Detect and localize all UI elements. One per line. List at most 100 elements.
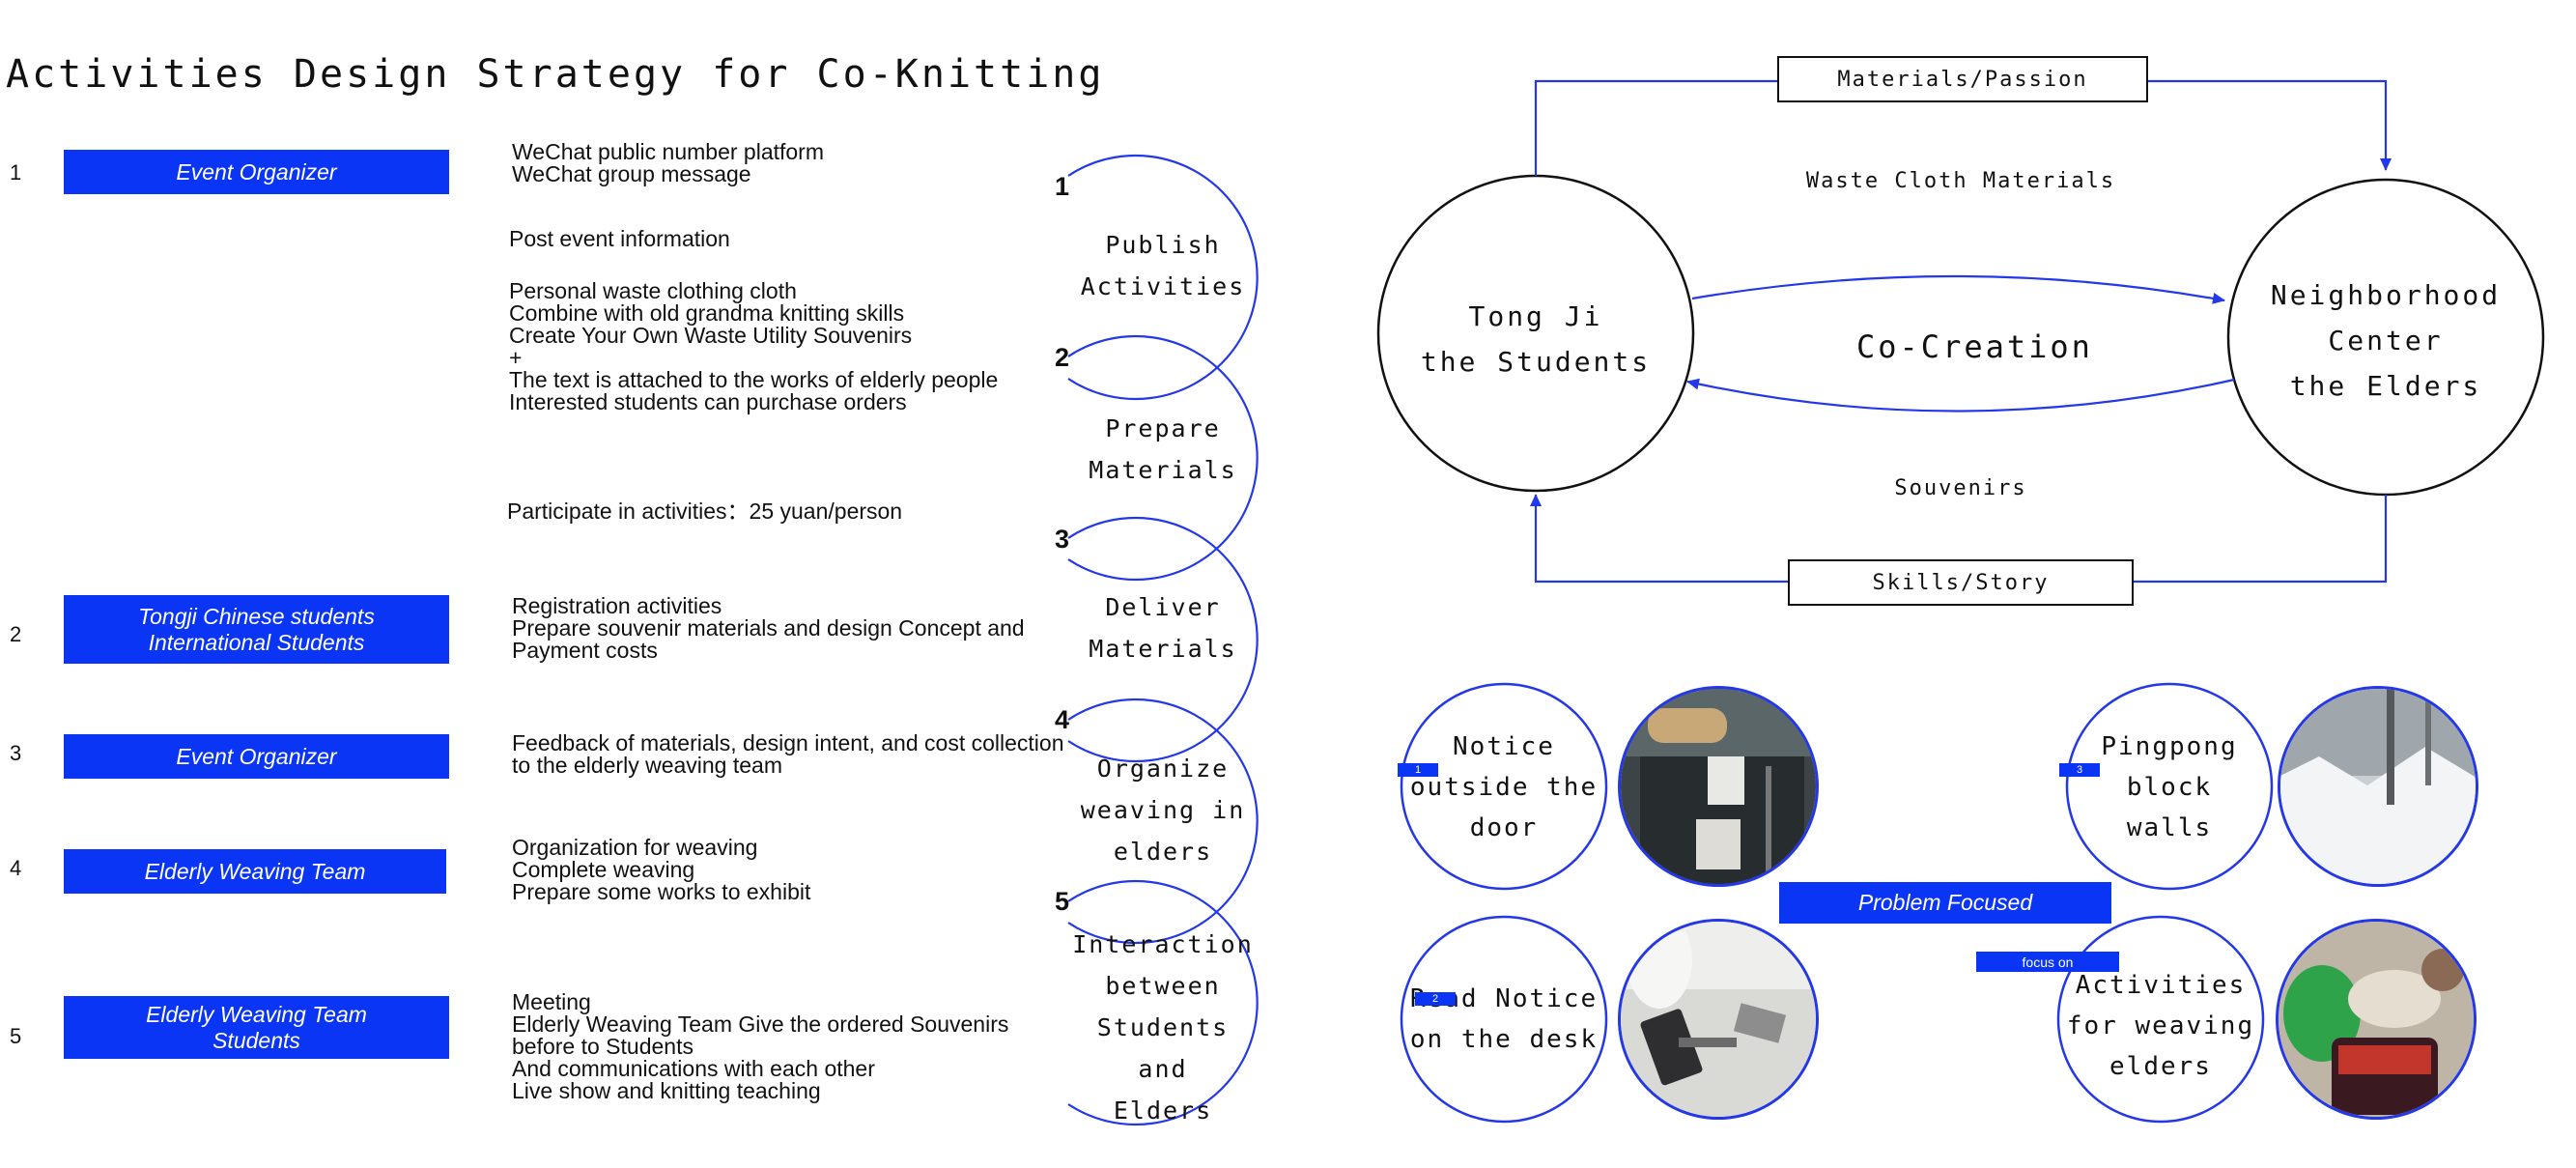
text-line: WeChat public number platform <box>512 139 824 164</box>
text-line: The text is attached to the works of eld… <box>509 367 999 392</box>
step-arcs <box>1067 154 1259 1126</box>
step-label-line: Publish <box>1105 231 1221 259</box>
problem-label-line: elders <box>2109 1052 2212 1081</box>
co-creation-label: Co-Creation <box>1856 328 2093 365</box>
text-line: Payment costs <box>512 638 658 663</box>
role-box-3: Event Organizer <box>64 734 449 779</box>
step-label-line: Deliver <box>1105 593 1221 621</box>
circle-label-line: the Elders <box>2289 370 2482 402</box>
problem-label-line: door <box>1469 813 1539 842</box>
step-arc-4 <box>1067 698 1259 945</box>
row-number-5: 5 <box>10 1024 22 1048</box>
step-label-5: Interaction between Students and Elders <box>1066 924 1260 1131</box>
circle-label-line: Tong Ji <box>1468 300 1603 332</box>
waste-cloth-label: Waste Cloth Materials <box>1805 169 2116 193</box>
step-arc-1 <box>1067 154 1259 401</box>
text-line: to the elderly weaving team <box>512 753 782 778</box>
text-line: Complete weaving <box>512 857 695 882</box>
role-label: Event Organizer <box>176 158 337 185</box>
students-circle-label: Tong Ji the Students <box>1381 294 1690 385</box>
step-label-line: Materials <box>1089 456 1237 484</box>
problem-focused-banner: Problem Focused <box>1779 882 2111 924</box>
text-line: Prepare some works to exhibit <box>512 879 811 904</box>
problem-label-line: Activities <box>2075 971 2247 1000</box>
circle-label-line: Neighborhood <box>2270 279 2502 311</box>
text-line: Organization for weaving <box>512 835 758 860</box>
pingpong-wall-photo <box>2278 686 2478 887</box>
text-line: Create Your Own Waste Utility Souvenirs <box>509 323 913 348</box>
skills-story-label: Skills/Story <box>1872 570 2050 595</box>
role-box-4: Elderly Weaving Team <box>64 849 446 894</box>
step-label-line: Interaction <box>1072 930 1254 958</box>
focus-on-tag: focus on <box>1976 952 2119 972</box>
step-label-2: Prepare Materials <box>1066 408 1260 491</box>
text-line: Interested students can purchase orders <box>509 389 907 414</box>
elders-circle-label: Neighborhood Center the Elders <box>2231 272 2540 409</box>
text-line: Feedback of materials, design intent, an… <box>512 730 1064 755</box>
desk-notice-photo-icon <box>1621 922 1816 1117</box>
text-block-1b: Post event information <box>509 228 730 250</box>
problem-circle-1 <box>1400 682 1608 891</box>
weaving-photo <box>2276 919 2477 1120</box>
problem-tag-3: 3 <box>2059 763 2100 777</box>
cocreation-arrow-right <box>1691 274 2225 304</box>
step-number-3: 3 <box>1055 525 1070 554</box>
text-block-3: Feedback of materials, design intent, an… <box>512 732 1064 777</box>
skills-story-box: Skills/Story <box>1788 559 2134 606</box>
desk-notice-photo <box>1618 919 1819 1120</box>
step-label-1: Publish Activities <box>1066 224 1260 307</box>
text-line: Personal waste clothing cloth <box>509 278 797 303</box>
text-line: Meeting <box>512 989 591 1014</box>
row-number-2: 2 <box>10 622 22 646</box>
weaving-photo-icon <box>2279 922 2474 1117</box>
text-line: WeChat group message <box>512 161 751 186</box>
row-number-3: 3 <box>10 741 22 765</box>
step-arc-2 <box>1067 334 1259 582</box>
step-arc-3 <box>1067 516 1259 763</box>
step-label-line: Students and <box>1096 1013 1230 1083</box>
text-block-1c: Personal waste clothing cloth Combine wi… <box>509 280 998 413</box>
role-label: Elderly Weaving Team <box>146 1001 367 1027</box>
role-label: Elderly Weaving Team <box>144 858 366 884</box>
role-box-2: Tongji Chinese students International St… <box>64 595 449 664</box>
text-line: And communications with each other <box>512 1056 875 1081</box>
step-label-line: Elders <box>1113 1097 1213 1125</box>
step-label-line: Activities <box>1080 272 1246 300</box>
problem-label-line: for weaving <box>2066 1011 2255 1040</box>
problem-tag-2: 2 <box>1415 992 1456 1006</box>
cocreation-arrow-left <box>1686 378 2235 413</box>
text-line: Live show and knitting teaching <box>512 1078 821 1103</box>
text-line: + <box>509 345 523 370</box>
step-label-3: Deliver Materials <box>1066 586 1260 669</box>
step-label-line: Materials <box>1089 635 1237 663</box>
problem-label-1: Notice outside the door <box>1407 726 1600 848</box>
problem-circle-3 <box>2065 682 2274 891</box>
text-line: Post event information <box>509 226 730 251</box>
step-label-line: elders <box>1113 838 1213 866</box>
step-label-line: weaving in <box>1080 796 1246 824</box>
text-block-4: Organization for weaving Complete weavin… <box>512 837 810 903</box>
problem-tag-1: 1 <box>1398 763 1438 777</box>
text-block-2: Registration activities Prepare souvenir… <box>512 595 1025 662</box>
problem-label-3: Pingpong block walls <box>2073 726 2266 848</box>
problem-label-line: walls <box>2126 813 2213 842</box>
step-number-4: 4 <box>1055 705 1070 734</box>
problem-label-4: Activities for weaving elders <box>2064 965 2257 1087</box>
problem-circle-2 <box>1400 915 1608 1124</box>
door-notice-photo-icon <box>1621 689 1816 884</box>
circle-label-line: Center <box>2328 325 2444 356</box>
text-block-1d: Participate in activities：25 yuan/person <box>507 500 902 523</box>
step-number-2: 2 <box>1055 343 1070 372</box>
problem-label-line: Notice <box>1453 732 1555 761</box>
text-line: before to Students <box>512 1034 694 1059</box>
role-label: Tongji Chinese students <box>138 603 375 629</box>
step-label-line: Prepare <box>1105 414 1221 442</box>
role-label: International Students <box>148 629 365 655</box>
role-box-1: Event Organizer <box>64 150 449 194</box>
step-label-4: Organize weaving in elders <box>1066 748 1260 872</box>
materials-passion-box: Materials/Passion <box>1777 56 2148 102</box>
role-label: Event Organizer <box>176 743 337 769</box>
problem-circle-4 <box>2056 915 2265 1124</box>
text-block-5: Meeting Elderly Weaving Team Give the or… <box>512 991 1008 1102</box>
materials-passion-label: Materials/Passion <box>1837 67 2088 92</box>
